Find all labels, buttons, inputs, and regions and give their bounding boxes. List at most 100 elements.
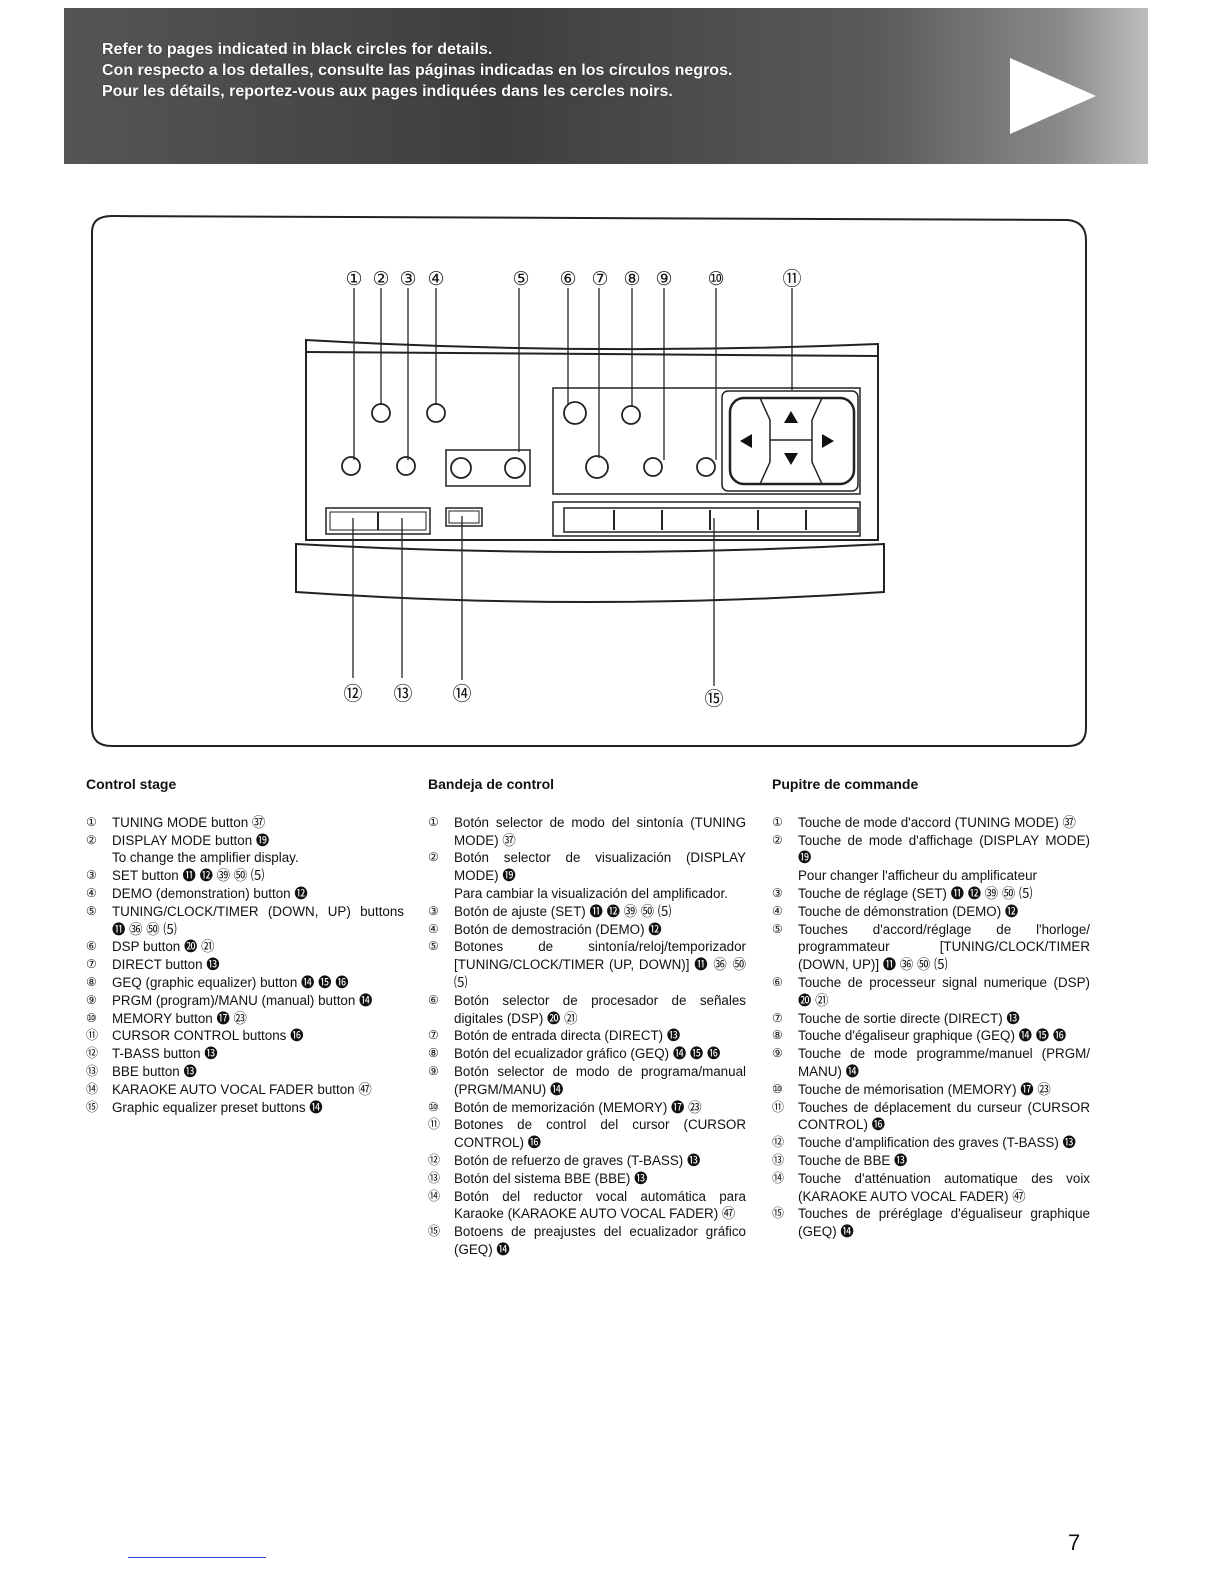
item-number: ⑧	[428, 1046, 439, 1061]
list-item: ⑪ Touches de déplacement du curseur (CURS…	[772, 1099, 1090, 1135]
item-number: ⑩	[86, 1010, 97, 1025]
header-line-en: Refer to pages indicated in black circle…	[102, 41, 493, 58]
item-number: ⑩	[772, 1081, 783, 1096]
callout-15: ⑮	[704, 688, 723, 710]
column-title: Bandeja de control	[428, 776, 555, 792]
item-number: ⑬	[86, 1063, 99, 1078]
list-item: ② DISPLAY MODE button ⓳ To change the amp…	[86, 832, 404, 868]
item-text: Touche de mémorisation (MEMORY) ⓱ ㉓	[798, 1081, 1051, 1097]
callout-1: ①	[345, 268, 362, 290]
item-text: DEMO (demonstration) button ⓬	[112, 885, 308, 901]
item-number: ⑥	[772, 974, 783, 989]
item-text: Touche de processeur signal numerique (D…	[798, 974, 1090, 1008]
item-number: ⑬	[772, 1152, 785, 1167]
item-number: ②	[86, 832, 97, 847]
callout-7: ⑦	[591, 268, 608, 290]
item-number: ⑭	[86, 1081, 99, 1096]
item-text: DIRECT button ⓭	[112, 957, 220, 973]
callout-2: ②	[372, 268, 389, 290]
item-number: ⑤	[428, 939, 439, 954]
item-text: Touche de réglage (SET) ⓫ ⓬ ㊴ ㊿ ⑸	[798, 885, 1033, 901]
item-number: ③	[86, 868, 97, 883]
item-text: DISPLAY MODE button ⓳ To change the ampl…	[112, 832, 299, 866]
item-number: ⑮	[772, 1206, 785, 1221]
item-text: Botón del ecualizador gráfico (GEQ) ⓮ ⓯ …	[454, 1046, 721, 1062]
item-number: ⑦	[772, 1010, 783, 1025]
callout-5: ⑤	[512, 268, 529, 290]
list-item: ④ DEMO (demonstration) button ⓬	[86, 885, 404, 903]
callout-12: ⑫	[343, 683, 362, 705]
item-number: ②	[772, 832, 783, 847]
list-item: ③ SET button ⓫ ⓬ ㊴ ㊿ ⑸	[86, 867, 404, 885]
item-text: Touche de mode d'accord (TUNING MODE) ㊲	[798, 814, 1076, 830]
item-text: Touches de déplacement du curseur (CURSO…	[798, 1099, 1090, 1133]
item-number: ⑤	[86, 903, 97, 918]
list-item: ⑩ Botón de memorización (MEMORY) ⓱ ㉓	[428, 1099, 746, 1117]
column-title: Control stage	[86, 776, 177, 792]
geq-preset-bar	[563, 507, 859, 533]
item-number: ⑦	[86, 957, 97, 972]
item-text: Botón selector de procesador de señales …	[454, 992, 746, 1026]
item-number: ⑥	[428, 992, 439, 1007]
item-number: ⑨	[86, 992, 97, 1007]
callout-14: ⑭	[452, 683, 471, 705]
item-text: Touche d'amplification des graves (T-BAS…	[798, 1135, 1076, 1151]
item-number: ⑭	[428, 1188, 441, 1203]
header-banner: Refer to pages indicated in black circle…	[64, 8, 1148, 164]
item-text: Touches d'accord/réglage de l'horloge/ p…	[798, 921, 1090, 973]
item-number: ⑮	[428, 1224, 441, 1239]
item-text: Botón de memorización (MEMORY) ⓱ ㉓	[454, 1099, 702, 1115]
item-text: Touche d'atténuation automatique des voi…	[798, 1170, 1090, 1204]
item-text: Botoens de preajustes del ecualizador gr…	[454, 1224, 746, 1257]
callout-9: ⑨	[655, 268, 672, 290]
item-text: BBE button ⓭	[112, 1063, 197, 1079]
item-number: ④	[86, 885, 97, 900]
item-number: ⑧	[86, 974, 97, 989]
item-text: Touche de mode d'affichage (DISPLAY MODE…	[798, 832, 1090, 884]
item-number: ⑪	[772, 1099, 785, 1114]
item-number: ⑩	[428, 1099, 439, 1114]
header-line-es: Con respecto a los detalles, consulte la…	[102, 62, 733, 79]
callout-11: ⑪	[782, 268, 801, 290]
item-text: Botón de ajuste (SET) ⓫ ⓬ ㊴ ㊿ ⑸	[454, 903, 672, 919]
item-number: ⑫	[772, 1135, 785, 1150]
item-text: SET button ⓫ ⓬ ㊴ ㊿ ⑸	[112, 868, 265, 884]
item-text: GEQ (graphic equalizer) button ⓮ ⓯ ⓰	[112, 974, 349, 990]
item-number: ⑬	[428, 1170, 441, 1185]
list-item: ⑧ GEQ (graphic equalizer) button ⓮ ⓯ ⓰	[86, 974, 404, 992]
list-item: ⑩ Touche de mémorisation (MEMORY) ⓱ ㉓	[772, 1081, 1090, 1099]
control-stage-diagram: ① ② ③ ④ ⑤ ⑥ ⑦ ⑧ ⑨ ⑩ ⑪ ⑫ ⑬ ⑭ ⑮	[91, 214, 1087, 747]
item-number: ④	[428, 921, 439, 936]
header-line-fr: Pour les détails, reportez-vous aux page…	[102, 83, 673, 100]
item-number: ⑪	[86, 1028, 99, 1043]
item-text: Botón de entrada directa (DIRECT) ⓭	[454, 1028, 681, 1044]
item-number: ⑫	[428, 1152, 441, 1167]
karaoke-button-shape	[445, 507, 483, 527]
item-text: T-BASS button ⓭	[112, 1046, 218, 1062]
tbass-bbe-bar	[325, 507, 431, 535]
callout-13: ⑬	[393, 683, 412, 705]
item-number: ②	[428, 850, 439, 865]
